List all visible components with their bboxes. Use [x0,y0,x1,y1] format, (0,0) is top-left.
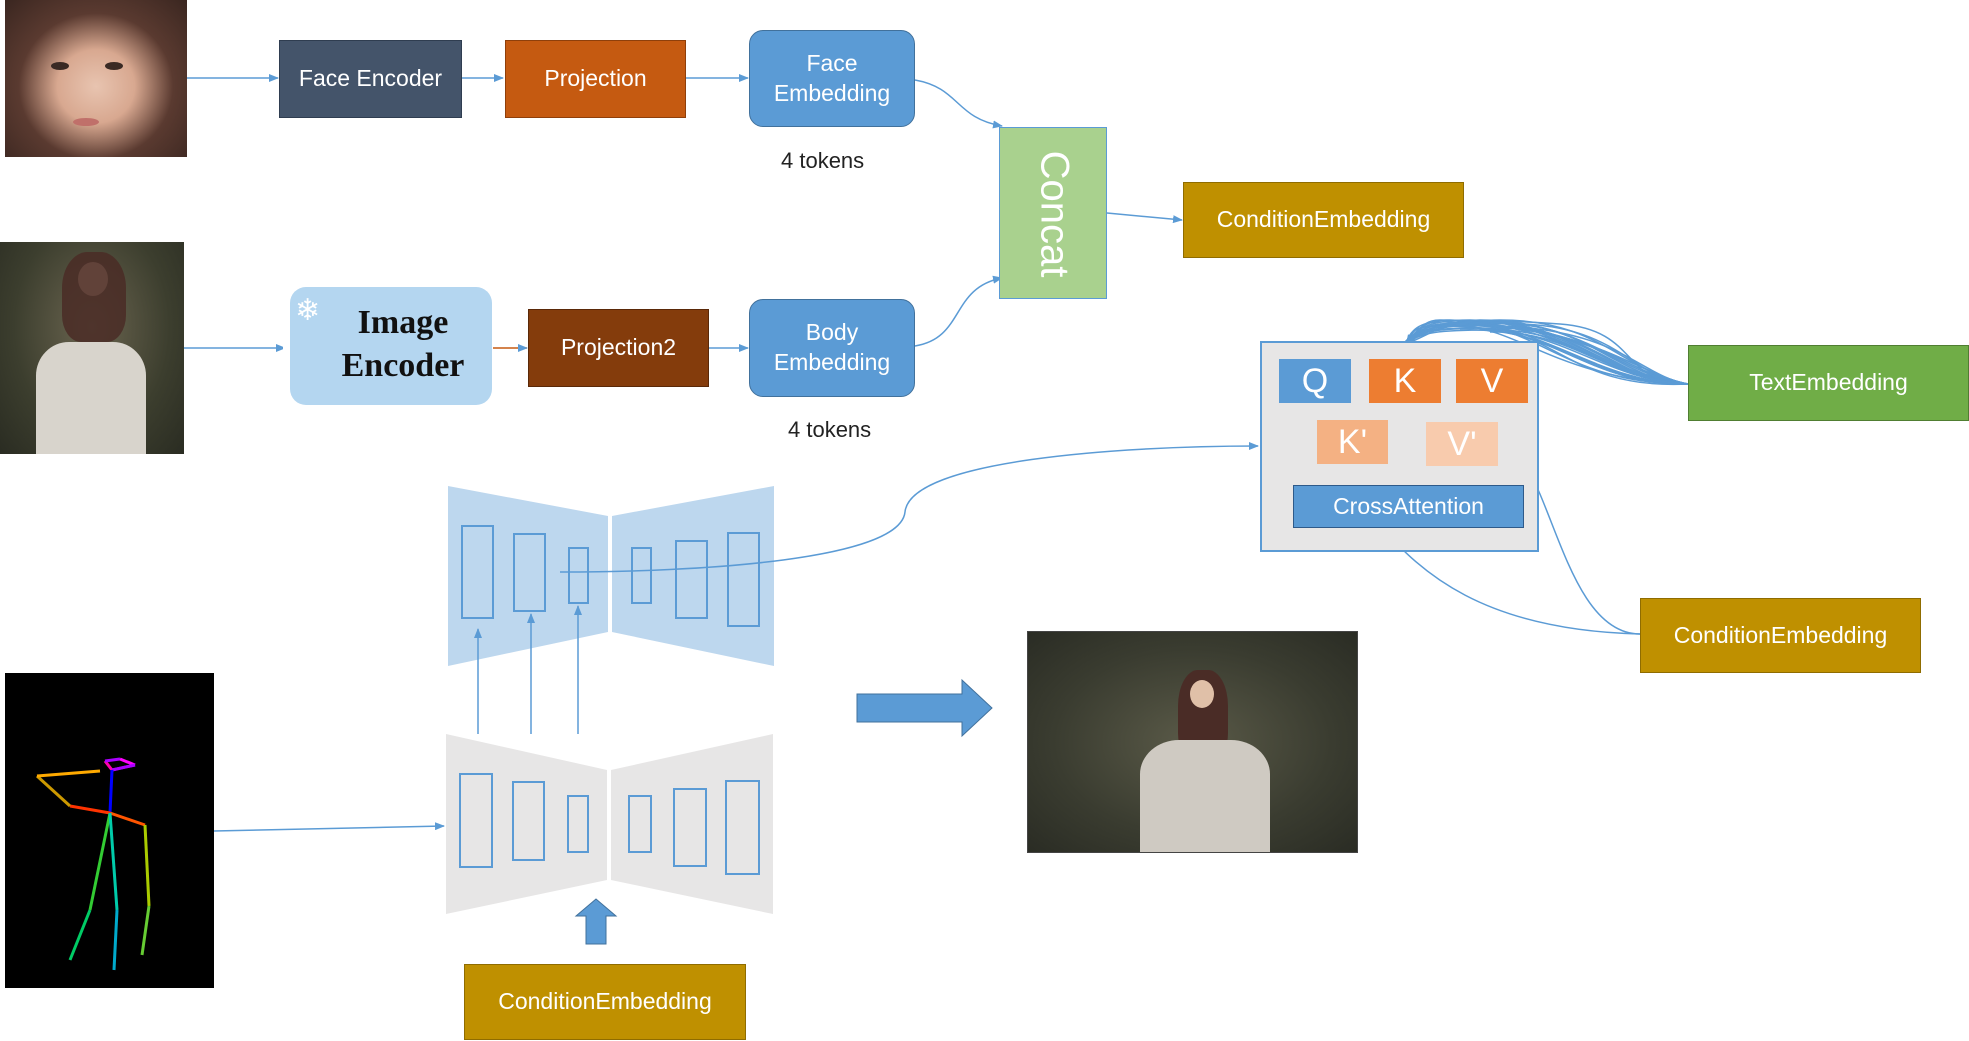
face-photo [5,0,187,157]
skeleton-image [5,673,214,988]
unet-bottom [446,734,773,914]
v-box: V [1456,359,1528,403]
projection-box: Projection [505,40,686,118]
concat-label: Concat [1032,150,1077,278]
image-encoder-panel [290,287,492,405]
face-embedding-box: Face Embedding [749,30,915,127]
cross-attention-box: CrossAttention [1293,485,1524,528]
output-photo [1027,631,1358,853]
body-photo [0,242,184,454]
pose-skeleton-icon [35,757,151,971]
projection2-box: Projection2 [528,309,709,387]
k-prime-box: K' [1317,420,1388,464]
condition-up-arrow [574,898,618,945]
image-encoder-label: Image Encoder [341,304,465,384]
body-embedding-box: Body Embedding [749,299,915,397]
unet-top [448,486,774,666]
output-photo-dress [1140,740,1270,852]
k-box: K [1369,359,1441,403]
condition-embedding-top: ConditionEmbedding [1183,182,1464,258]
image-encoder-box: ❄ Image Encoder [283,277,493,420]
snowflake-icon: ❄ [295,293,321,328]
face-photo-eye-left [51,62,69,70]
condition-embedding-bottom: ConditionEmbedding [464,964,746,1040]
q-box: Q [1279,359,1351,403]
face-photo-lips [73,118,99,126]
v-prime-box: V' [1426,422,1498,466]
body-photo-dress [36,342,146,454]
face-photo-eye-right [105,62,123,70]
output-arrow [856,678,993,738]
text-embedding-box: TextEmbedding [1688,345,1969,421]
condition-embedding-right: ConditionEmbedding [1640,598,1921,673]
body-photo-hair [62,252,126,342]
face-tokens-label: 4 tokens [781,148,865,173]
output-photo-head [1190,680,1214,708]
face-encoder-box: Face Encoder [279,40,462,118]
concat-box: Concat [999,127,1107,299]
body-tokens-label: 4 tokens [788,417,872,442]
